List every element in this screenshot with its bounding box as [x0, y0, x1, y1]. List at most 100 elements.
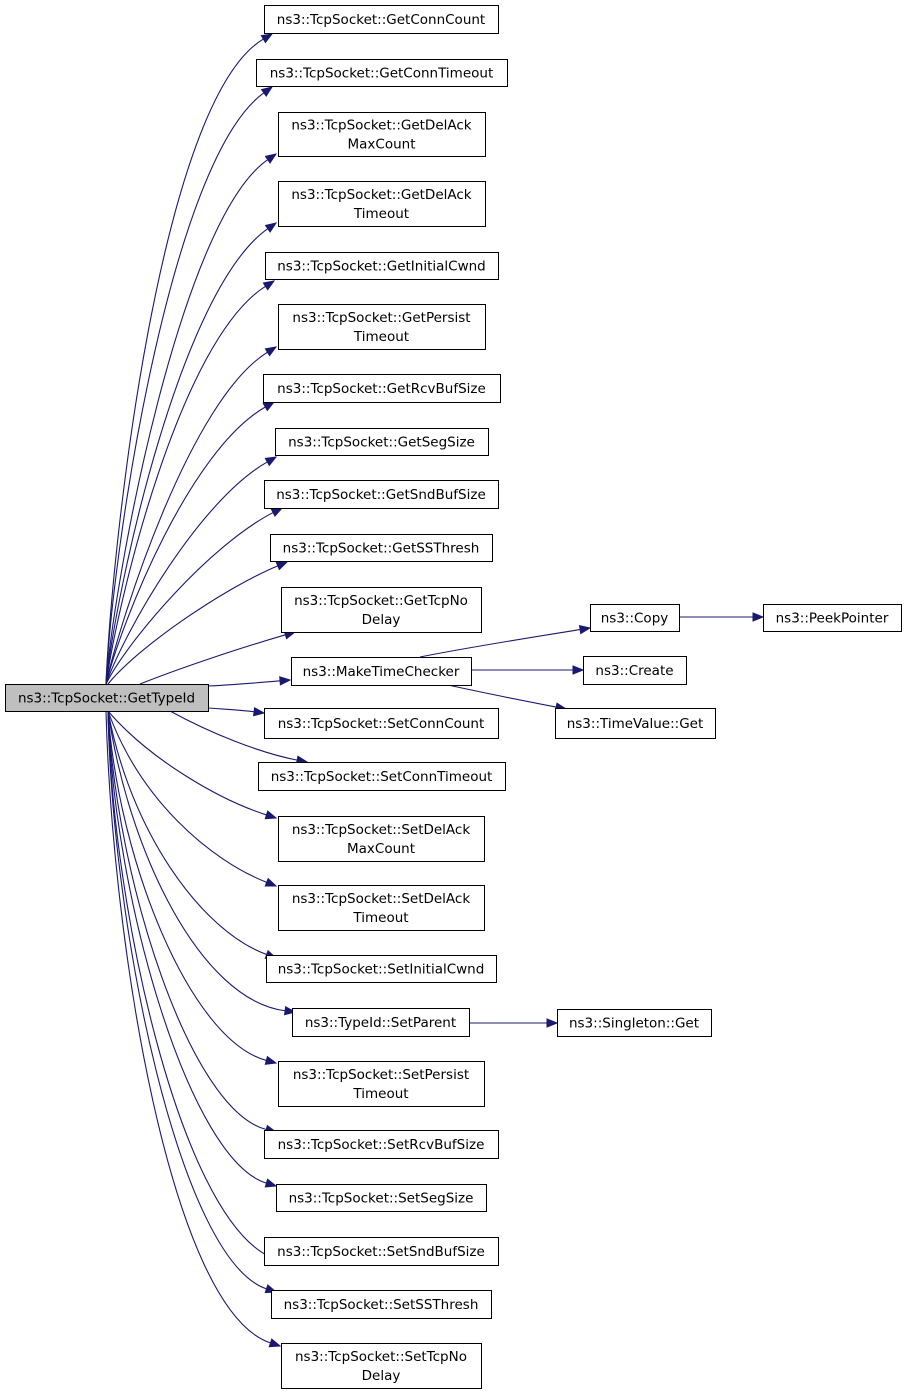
node-label: ns3::TcpSocket::GetConnCount	[277, 12, 485, 28]
edge-root-to-get_persist_timeout	[105, 346, 278, 685]
edge-arrowhead	[264, 153, 278, 164]
node-set-snd-buf-size[interactable]: ns3::TcpSocket::SetSndBufSize	[264, 1237, 499, 1266]
node-set-conn-timeout[interactable]: ns3::TcpSocket::SetConnTimeout	[258, 762, 506, 791]
node-box	[264, 1130, 499, 1159]
edge-root-to-set_persist_timeout	[107, 710, 278, 1065]
node-box	[256, 59, 508, 87]
node-set-ss-thresh[interactable]: ns3::TcpSocket::SetSSThresh	[271, 1290, 492, 1319]
node-peek-pointer[interactable]: ns3::PeekPointer	[763, 604, 902, 632]
call-nodes: ns3::TcpSocket::GetTypeIdns3::TcpSocket:…	[5, 5, 902, 1389]
edge-arrowhead	[578, 624, 592, 635]
edge-root-to-set_tcp_no_delay	[105, 710, 282, 1348]
edge-root-to-get_del_ack_timeout	[105, 222, 278, 685]
node-label: ns3::Copy	[601, 611, 669, 627]
node-box	[265, 252, 499, 280]
node-label: ns3::TcpSocket::SetRcvBufSize	[278, 1137, 485, 1153]
node-type-id-set-parent[interactable]: ns3::TypeId::SetParent	[292, 1008, 470, 1037]
edge-root-to-make_time_checker	[207, 676, 292, 687]
node-set-initial-cwnd[interactable]: ns3::TcpSocket::SetInitialCwnd	[266, 955, 497, 983]
node-box	[281, 1343, 482, 1389]
node-get-snd-buf-size[interactable]: ns3::TcpSocket::GetSndBufSize	[264, 480, 499, 509]
node-label: MaxCount	[347, 137, 415, 153]
edge-arrowhead	[264, 810, 278, 820]
edge-arrowhead	[264, 346, 278, 357]
node-label: ns3::TcpSocket::SetPersist	[293, 1067, 469, 1083]
edge-arrowhead	[264, 877, 278, 887]
node-label: Timeout	[353, 329, 409, 345]
edge-line	[105, 159, 269, 685]
node-time-value-get[interactable]: ns3::TimeValue::Get	[555, 708, 716, 739]
node-get-seg-size[interactable]: ns3::TcpSocket::GetSegSize	[275, 428, 489, 456]
node-label: ns3::TcpSocket::SetSSThresh	[284, 1297, 479, 1313]
edge-line	[105, 92, 265, 685]
node-get-rcv-buf-size[interactable]: ns3::TcpSocket::GetRcvBufSize	[263, 374, 501, 403]
edge-arrowhead	[260, 33, 274, 44]
node-label: MaxCount	[347, 841, 415, 857]
edge-make_time_checker-to-copy	[419, 624, 592, 658]
node-get-ss-thresh[interactable]: ns3::TcpSocket::GetSSThresh	[270, 534, 493, 562]
node-get-conn-count[interactable]: ns3::TcpSocket::GetConnCount	[264, 5, 499, 34]
node-get-conn-timeout[interactable]: ns3::TcpSocket::GetConnTimeout	[256, 59, 508, 87]
node-label: Timeout	[353, 206, 409, 222]
edge-root-to-get_conn_count	[105, 33, 274, 685]
node-box	[276, 1184, 487, 1212]
edge-arrowhead	[270, 507, 284, 518]
node-box	[278, 885, 485, 931]
edge-line	[105, 351, 268, 685]
node-label: ns3::TypeId::SetParent	[305, 1015, 456, 1031]
edge-arrowhead	[264, 1055, 278, 1065]
edge-line	[107, 710, 267, 1290]
edge-root-to-get_initial_cwnd	[105, 280, 276, 685]
edge-line	[207, 707, 255, 713]
node-label: ns3::TcpSocket::GetDelAck	[291, 118, 471, 134]
node-set-seg-size[interactable]: ns3::TcpSocket::SetSegSize	[276, 1184, 487, 1212]
node-set-conn-count[interactable]: ns3::TcpSocket::SetConnCount	[264, 708, 499, 739]
edge-line	[169, 710, 298, 761]
edge-arrowhead	[252, 706, 266, 717]
edge-root-to-set_del_ack_timeout	[107, 710, 278, 887]
node-box	[583, 656, 687, 685]
edge-line	[447, 684, 557, 708]
edge-line	[107, 710, 267, 883]
node-box	[258, 762, 506, 791]
node-create[interactable]: ns3::Create	[583, 656, 687, 685]
node-copy[interactable]: ns3::Copy	[590, 604, 680, 632]
node-set-rcv-buf-size[interactable]: ns3::TcpSocket::SetRcvBufSize	[264, 1130, 499, 1159]
node-label: ns3::TcpSocket::GetTypeId	[18, 691, 195, 707]
edge-line	[107, 565, 278, 685]
edge-line	[107, 710, 267, 956]
edge-line	[139, 634, 286, 685]
node-label: ns3::TcpSocket::SetConnCount	[278, 716, 485, 732]
node-label: ns3::TcpSocket::GetSegSize	[288, 435, 475, 451]
node-box	[278, 112, 486, 157]
edge-line	[107, 710, 267, 1131]
node-make-time-checker[interactable]: ns3::MakeTimeChecker	[291, 657, 472, 686]
node-box	[264, 480, 499, 509]
edge-line	[105, 228, 269, 685]
node-box	[266, 955, 497, 983]
edge-root-to-get_seg_size	[105, 456, 278, 685]
node-get-initial-cwnd[interactable]: ns3::TcpSocket::GetInitialCwnd	[265, 252, 499, 280]
edge-line	[107, 710, 268, 1256]
node-root[interactable]: ns3::TcpSocket::GetTypeId	[5, 684, 209, 712]
node-box	[292, 1008, 470, 1037]
edge-root-to-get_tcp_no_delay	[139, 630, 297, 685]
edge-root-to-get_conn_timeout	[105, 86, 274, 685]
edge-root-to-get_ss_thresh	[107, 561, 289, 685]
call-edges	[105, 33, 765, 1348]
node-label: ns3::TcpSocket::SetSndBufSize	[277, 1244, 485, 1260]
node-singleton-get[interactable]: ns3::Singleton::Get	[557, 1009, 712, 1037]
node-label: ns3::TcpSocket::SetInitialCwnd	[278, 962, 485, 978]
edge-line	[105, 512, 274, 685]
node-box	[271, 1290, 492, 1319]
node-box	[278, 181, 486, 227]
